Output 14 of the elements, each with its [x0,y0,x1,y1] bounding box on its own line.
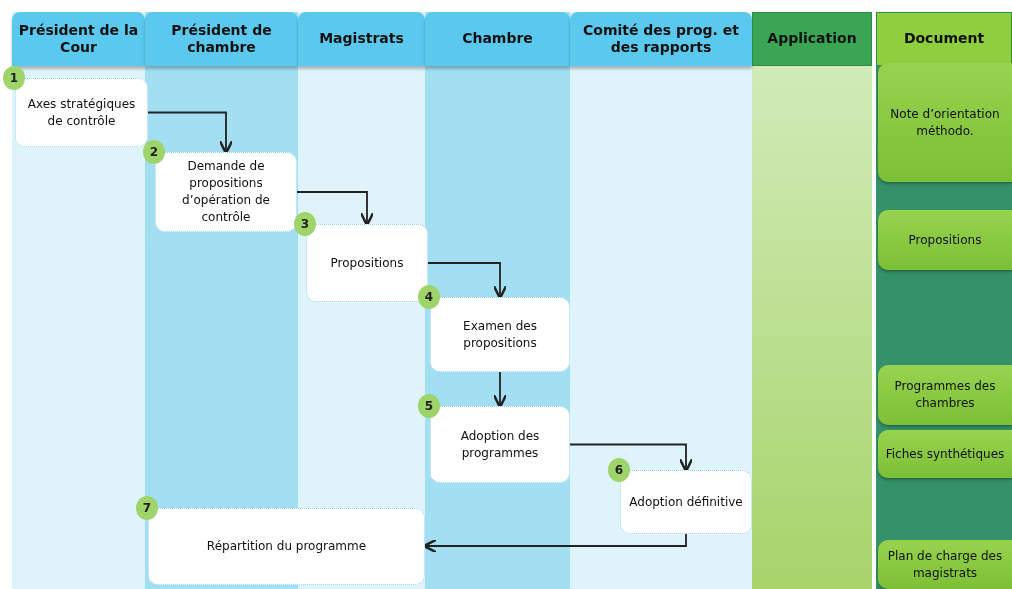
document-box: Programmes des chambres [878,365,1012,425]
document-box: Propositions [878,210,1012,270]
document-box: Fiches synthétiques [878,430,1012,478]
lane-header: Comité des prog. et des rapports [570,12,752,66]
document-box: Plan de charge des magistrats [878,540,1012,589]
step-number: 1 [3,66,25,90]
lane-header: Application [752,12,872,66]
lane-header: Président de chambre [145,12,298,66]
lane-header: Chambre [425,12,570,66]
lane-header: Président de la Cour [12,12,145,66]
process-box: Répartition du programme [148,508,425,585]
document-box: Note d’orientation méthodo. [878,63,1012,182]
lane-header: Document [876,12,1012,66]
lane-header: Magistrats [298,12,425,66]
